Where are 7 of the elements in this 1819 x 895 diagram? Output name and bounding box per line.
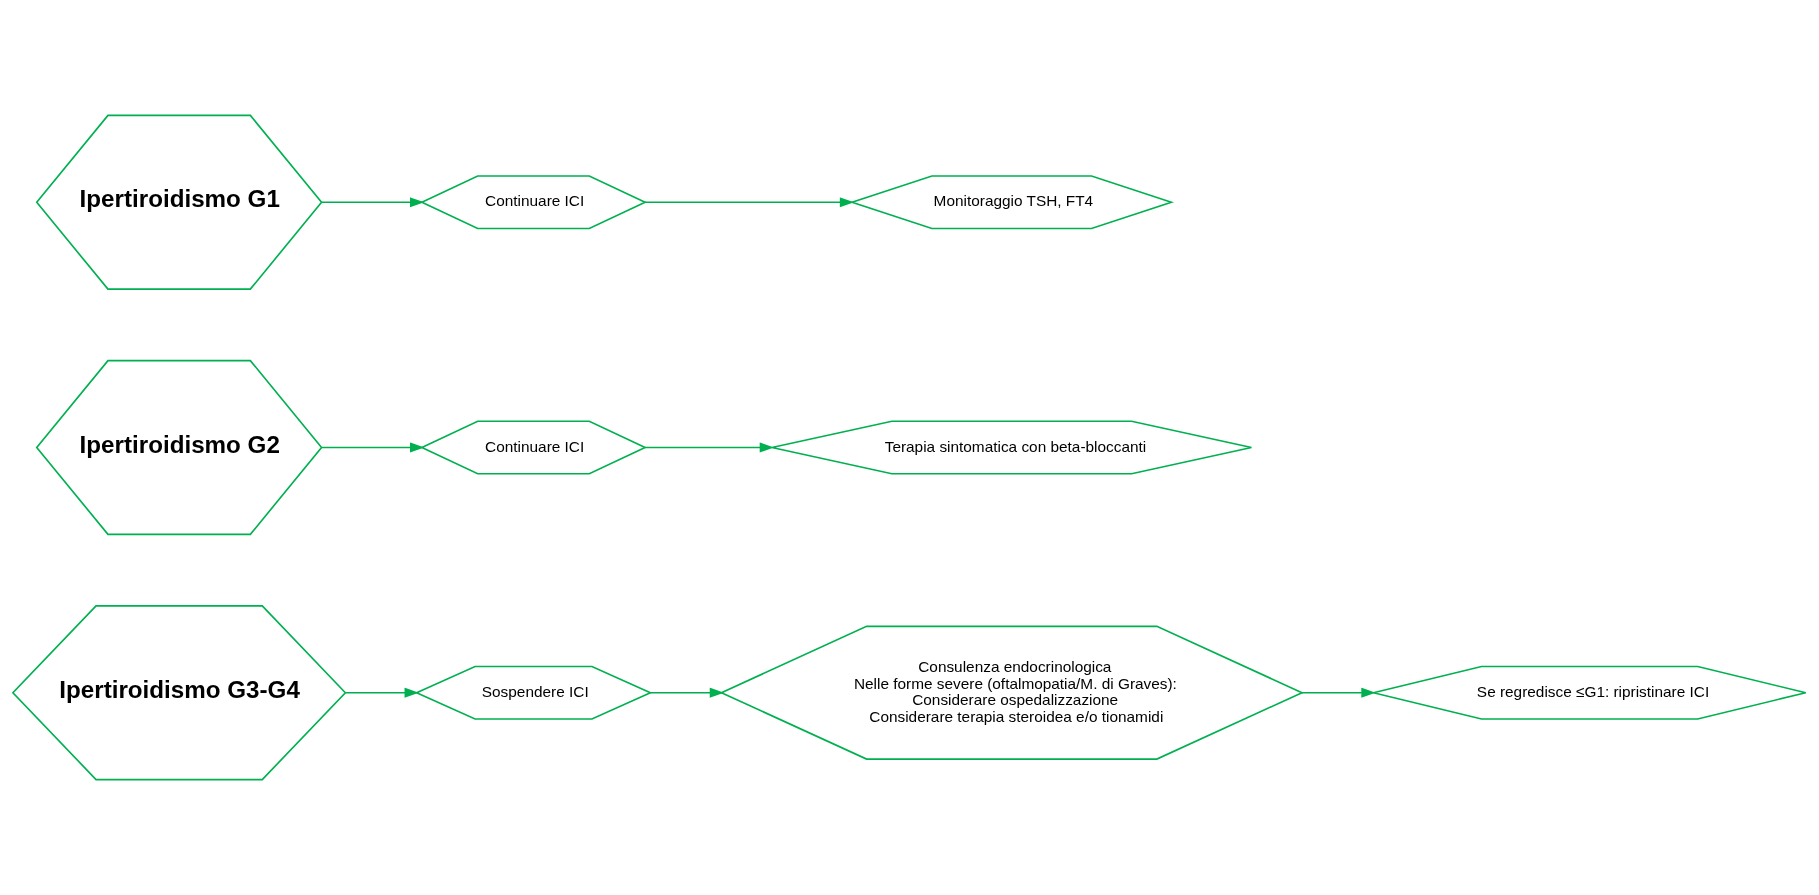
arrow	[1301, 687, 1376, 698]
arrow	[344, 687, 419, 698]
arrow	[644, 197, 855, 208]
arrow	[321, 197, 425, 208]
arrow	[321, 442, 425, 453]
arrow	[649, 687, 725, 698]
arrow	[644, 442, 774, 453]
